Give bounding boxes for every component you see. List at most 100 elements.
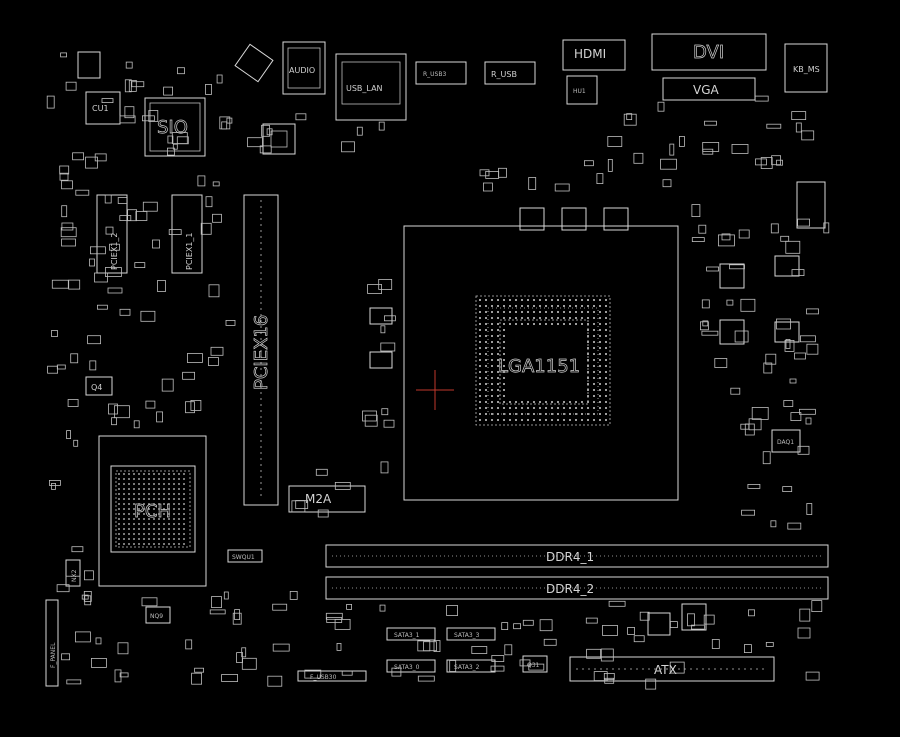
socket-pin [479, 377, 481, 379]
socket-pin [527, 401, 529, 403]
pch-ball [133, 528, 135, 530]
pch-ball [123, 503, 125, 505]
socket-pin [593, 413, 595, 415]
swqu1-label: SWQU1 [232, 554, 255, 561]
pch-ball [118, 538, 120, 540]
component [125, 61, 133, 69]
component [513, 623, 521, 630]
q4-label: Q4 [91, 383, 102, 392]
socket-pin [503, 323, 505, 325]
pch-ball [138, 508, 140, 510]
component [226, 117, 233, 124]
socket-pin [575, 413, 577, 415]
socket-pin [599, 347, 601, 349]
component [85, 156, 98, 169]
socket-pin [581, 407, 583, 409]
pch-ball [183, 533, 185, 535]
pch-ball [178, 508, 180, 510]
socket-pin [485, 317, 487, 319]
socket-pin [605, 413, 607, 415]
component [754, 95, 769, 102]
socket-pin [569, 311, 571, 313]
component [68, 279, 81, 290]
socket-pin [593, 335, 595, 337]
pch-ball [123, 528, 125, 530]
component [787, 522, 802, 530]
pch-ball [138, 518, 140, 520]
socket-pin [485, 341, 487, 343]
socket-pin [545, 311, 547, 313]
socket-pin [485, 335, 487, 337]
daq1-label: DAQ1 [777, 439, 794, 446]
socket-pin [599, 389, 601, 391]
component [449, 660, 457, 672]
socket-pin [497, 353, 499, 355]
pch-ball [173, 493, 175, 495]
pch-ball [153, 508, 155, 510]
socket-pin [497, 335, 499, 337]
socket-pin [479, 323, 481, 325]
component [66, 679, 82, 685]
kb-ms-label: KB_MS [793, 65, 820, 74]
component [740, 423, 750, 430]
socket-pin [593, 407, 595, 409]
socket-pin [485, 407, 487, 409]
pch-ball [183, 508, 185, 510]
socket-pin [515, 401, 517, 403]
socket-pin [497, 377, 499, 379]
pch-ball [163, 518, 165, 520]
socket-pin [575, 407, 577, 409]
pch-ball [143, 503, 145, 505]
socket-pin [509, 419, 511, 421]
pch-ball [183, 513, 185, 515]
socket-pin [605, 317, 607, 319]
component [236, 652, 244, 663]
socket-pin [599, 395, 601, 397]
hdmi-label: HDMI [574, 47, 606, 61]
socket-pin [593, 347, 595, 349]
component [751, 406, 769, 420]
component [799, 608, 811, 622]
component [726, 299, 734, 306]
socket-pin [575, 305, 577, 307]
pch-ball [118, 513, 120, 515]
socket-pin [521, 323, 523, 325]
socket-pin [575, 323, 577, 325]
component [423, 641, 437, 652]
socket-pin [599, 311, 601, 313]
component [87, 335, 101, 345]
socket-pin [599, 365, 601, 367]
socket-pin [563, 419, 565, 421]
socket-pin [503, 335, 505, 337]
socket-pin [479, 353, 481, 355]
pch-ball [118, 533, 120, 535]
pch-ball [123, 493, 125, 495]
pch-ball [118, 478, 120, 480]
pch-ball [183, 528, 185, 530]
pch-ball [128, 508, 130, 510]
pch-ball [128, 513, 130, 515]
component [65, 575, 81, 587]
socket-pin [485, 377, 487, 379]
socket-pin [599, 377, 601, 379]
socket-pin [599, 383, 601, 385]
f-panel-label: F_PANEL [50, 642, 57, 668]
component [95, 637, 102, 645]
component [133, 420, 140, 429]
component [554, 183, 570, 192]
pch-ball [158, 513, 160, 515]
pch-ball [158, 528, 160, 530]
pch-ball [168, 513, 170, 515]
socket-pin [563, 413, 565, 415]
component [446, 605, 459, 616]
component [479, 169, 490, 177]
socket-pin [491, 323, 493, 325]
socket-pin [563, 323, 565, 325]
pch-ball [118, 503, 120, 505]
pch-ball [118, 493, 120, 495]
component [89, 258, 95, 267]
socket-pin [491, 299, 493, 301]
socket-pin [545, 401, 547, 403]
socket-pin [521, 299, 523, 301]
